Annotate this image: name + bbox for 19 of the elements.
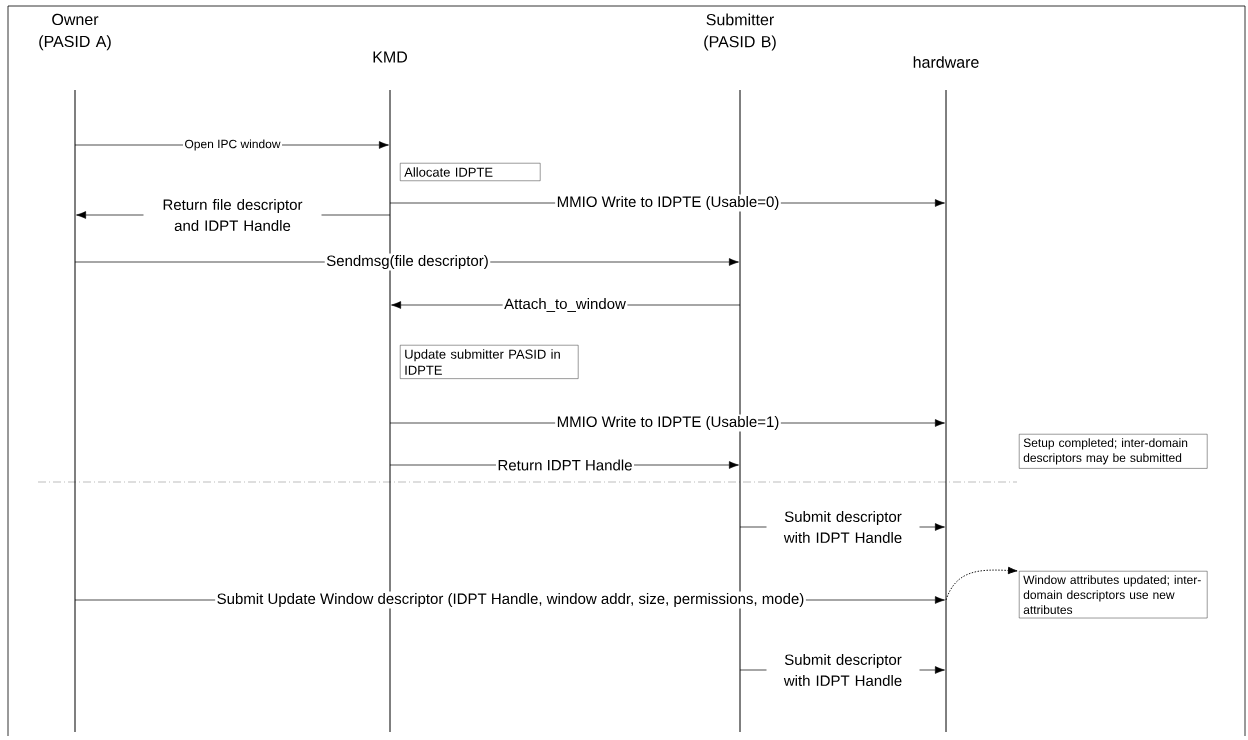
participant-label: Submitter (PASID B) xyxy=(704,13,776,51)
participant-label: Owner (PASID A) xyxy=(39,13,111,51)
note-box: Allocate IDPTE xyxy=(400,163,541,181)
edge-label: Submit descriptor with IDPT Handle xyxy=(766,652,920,688)
note-box: Window attributes updated; inter-domain descriptors use new attributes xyxy=(1019,571,1208,619)
edge-label: MMIO Write to IDPTE (Usable=0) xyxy=(555,194,781,212)
note-box: Update submitter PASID in IDPTE xyxy=(400,345,579,379)
edge-label: Submit Update Window descriptor (IDPT Handle, window addr, size, permissions, mode) xyxy=(215,591,806,609)
edge-label: Return file descriptor and IDPT Handle xyxy=(143,197,322,233)
note-box: Setup completed; inter-domain descriptors may be submitted xyxy=(1019,434,1208,469)
curved-arrow xyxy=(945,566,1018,601)
edge-label: Attach_to_window xyxy=(502,296,628,314)
edge-label: Open IPC window xyxy=(183,137,283,153)
edge-label: Return IDPT Handle xyxy=(496,458,635,472)
edge-label: Submit descriptor with IDPT Handle xyxy=(766,509,920,545)
edge-label: Sendmsg(file descriptor) xyxy=(324,253,491,271)
participant-label: hardware xyxy=(913,56,979,68)
participant-label: KMD xyxy=(373,51,407,63)
edge-label: MMIO Write to IDPTE (Usable=1) xyxy=(555,414,781,432)
